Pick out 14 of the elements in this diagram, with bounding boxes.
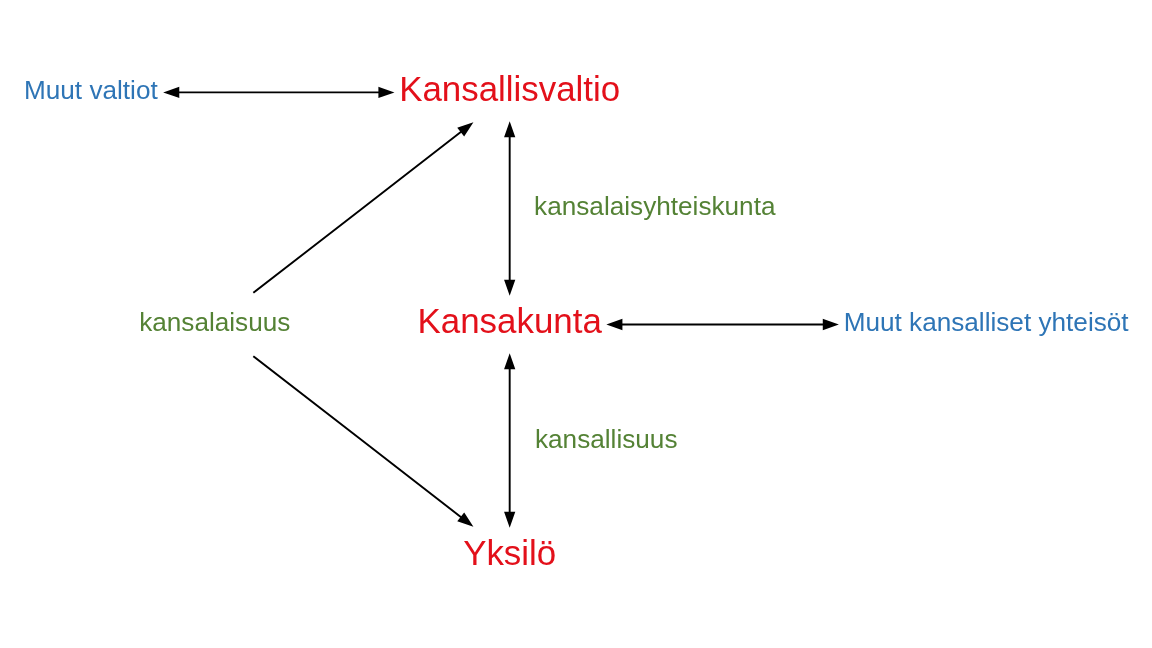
edge-label: kansalaisyhteiskunta [534, 190, 776, 221]
node-text: Kansallisvaltio [399, 68, 621, 108]
node-text: Muut valtiot [23, 74, 158, 104]
arrow [252, 354, 474, 527]
node-text: Yksilö [463, 532, 557, 572]
arrow [163, 86, 395, 98]
arrow [504, 120, 516, 296]
node-text: kansalaisuus [139, 306, 291, 337]
node-text: Kansakunta [417, 300, 602, 340]
edge-label: kansallisuus [534, 423, 678, 454]
arrow [252, 121, 474, 294]
arrow [504, 352, 516, 528]
node-text: Muut kansalliset yhteisöt [843, 306, 1129, 337]
arrow [606, 318, 839, 330]
